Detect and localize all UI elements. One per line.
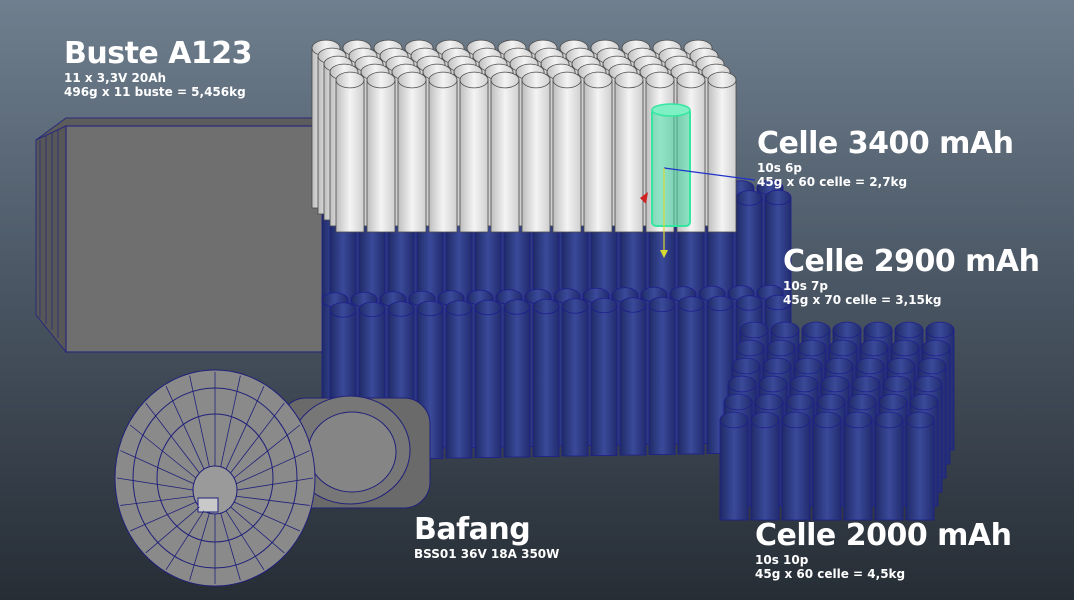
cell-2000 — [843, 411, 873, 521]
cell-3400 — [552, 71, 582, 233]
cell-2900 — [619, 297, 647, 456]
label-config: 10s 6p — [757, 160, 802, 175]
spoke — [220, 513, 241, 581]
cell-3400 — [614, 71, 644, 233]
label-title: Bafang — [414, 512, 531, 547]
cell-2000 — [812, 411, 842, 521]
label-buste-a123: Buste A123 11 x 3,3V 20Ah 496g x 11 bust… — [64, 36, 253, 100]
cell-3400 — [490, 71, 520, 233]
cell-2900 — [648, 296, 676, 455]
spoke — [145, 506, 200, 554]
label-title: Celle 3400 mAh — [757, 126, 1014, 161]
spoke — [189, 375, 210, 467]
label-config: 10s 7p — [783, 278, 828, 293]
cell-2900 — [445, 300, 473, 459]
cell-2000 — [719, 411, 749, 521]
spoke — [120, 450, 194, 485]
cell-3400 — [397, 71, 427, 233]
spoke — [233, 501, 301, 532]
label-title: Celle 2000 mAh — [755, 518, 1012, 553]
label-celle-3400: Celle 3400 mAh 10s 6p 45g x 60 celle = 2… — [757, 128, 1014, 189]
cell-2900 — [532, 298, 560, 457]
cell-3400 — [335, 71, 365, 233]
cell-2000 — [750, 411, 780, 521]
spoke — [129, 501, 197, 532]
label-weight: 45g x 60 celle = 4,5kg — [755, 567, 906, 582]
spoke — [236, 495, 310, 506]
label-bafang: Bafang BSS01 36V 18A 350W — [414, 514, 559, 560]
transform-gizmo[interactable] — [640, 167, 756, 258]
cell-3400 — [366, 71, 396, 233]
label-title: Buste A123 — [64, 36, 253, 71]
motor-spokes — [116, 372, 314, 584]
label-config: 10s 10p — [755, 552, 809, 567]
cell-2000 — [781, 411, 811, 521]
a123-pouch-pack — [35, 117, 337, 354]
spoke — [230, 506, 285, 554]
cells-2000-group — [719, 321, 955, 521]
spoke — [236, 477, 314, 491]
label-weight: 45g x 60 celle = 2,7kg — [757, 175, 908, 190]
cell-2000 — [874, 411, 904, 521]
cell-2900 — [474, 299, 502, 458]
label-celle-2000: Celle 2000 mAh 10s 10p 45g x 60 celle = … — [755, 520, 1012, 581]
spoke — [233, 424, 301, 479]
spoke — [220, 375, 241, 467]
spoke — [165, 386, 205, 470]
spoke — [189, 513, 210, 581]
cell-2000 — [905, 411, 935, 521]
spoke — [236, 450, 310, 485]
bafang-motor — [114, 369, 431, 587]
selected-cell[interactable] — [651, 103, 691, 227]
cell-3400 — [459, 71, 489, 233]
cell-2900 — [503, 299, 531, 458]
spoke — [225, 510, 265, 571]
spoke — [120, 495, 194, 506]
label-weight: 496g x 11 buste = 5,456kg — [64, 85, 246, 100]
cell-2900 — [677, 296, 705, 455]
cell-2900 — [590, 297, 618, 456]
label-weight: 45g x 70 celle = 3,15kg — [783, 293, 942, 308]
cell-3400 — [583, 71, 613, 233]
spoke — [116, 477, 194, 491]
cell-3400 — [707, 71, 737, 233]
spoke — [225, 386, 265, 470]
spoke — [129, 424, 197, 479]
label-config: 11 x 3,3V 20Ah — [64, 70, 167, 85]
cell-2900 — [561, 298, 589, 457]
spoke — [165, 510, 205, 571]
label-celle-2900: Celle 2900 mAh 10s 7p 45g x 70 celle = 3… — [783, 246, 1040, 307]
cell-3400 — [428, 71, 458, 233]
cells-3400-group — [311, 39, 737, 233]
label-title: Celle 2900 mAh — [783, 244, 1040, 279]
spoke — [230, 402, 285, 474]
spoke — [145, 402, 200, 474]
label-model: BSS01 36V 18A 350W — [414, 546, 560, 561]
cell-3400 — [521, 71, 551, 233]
